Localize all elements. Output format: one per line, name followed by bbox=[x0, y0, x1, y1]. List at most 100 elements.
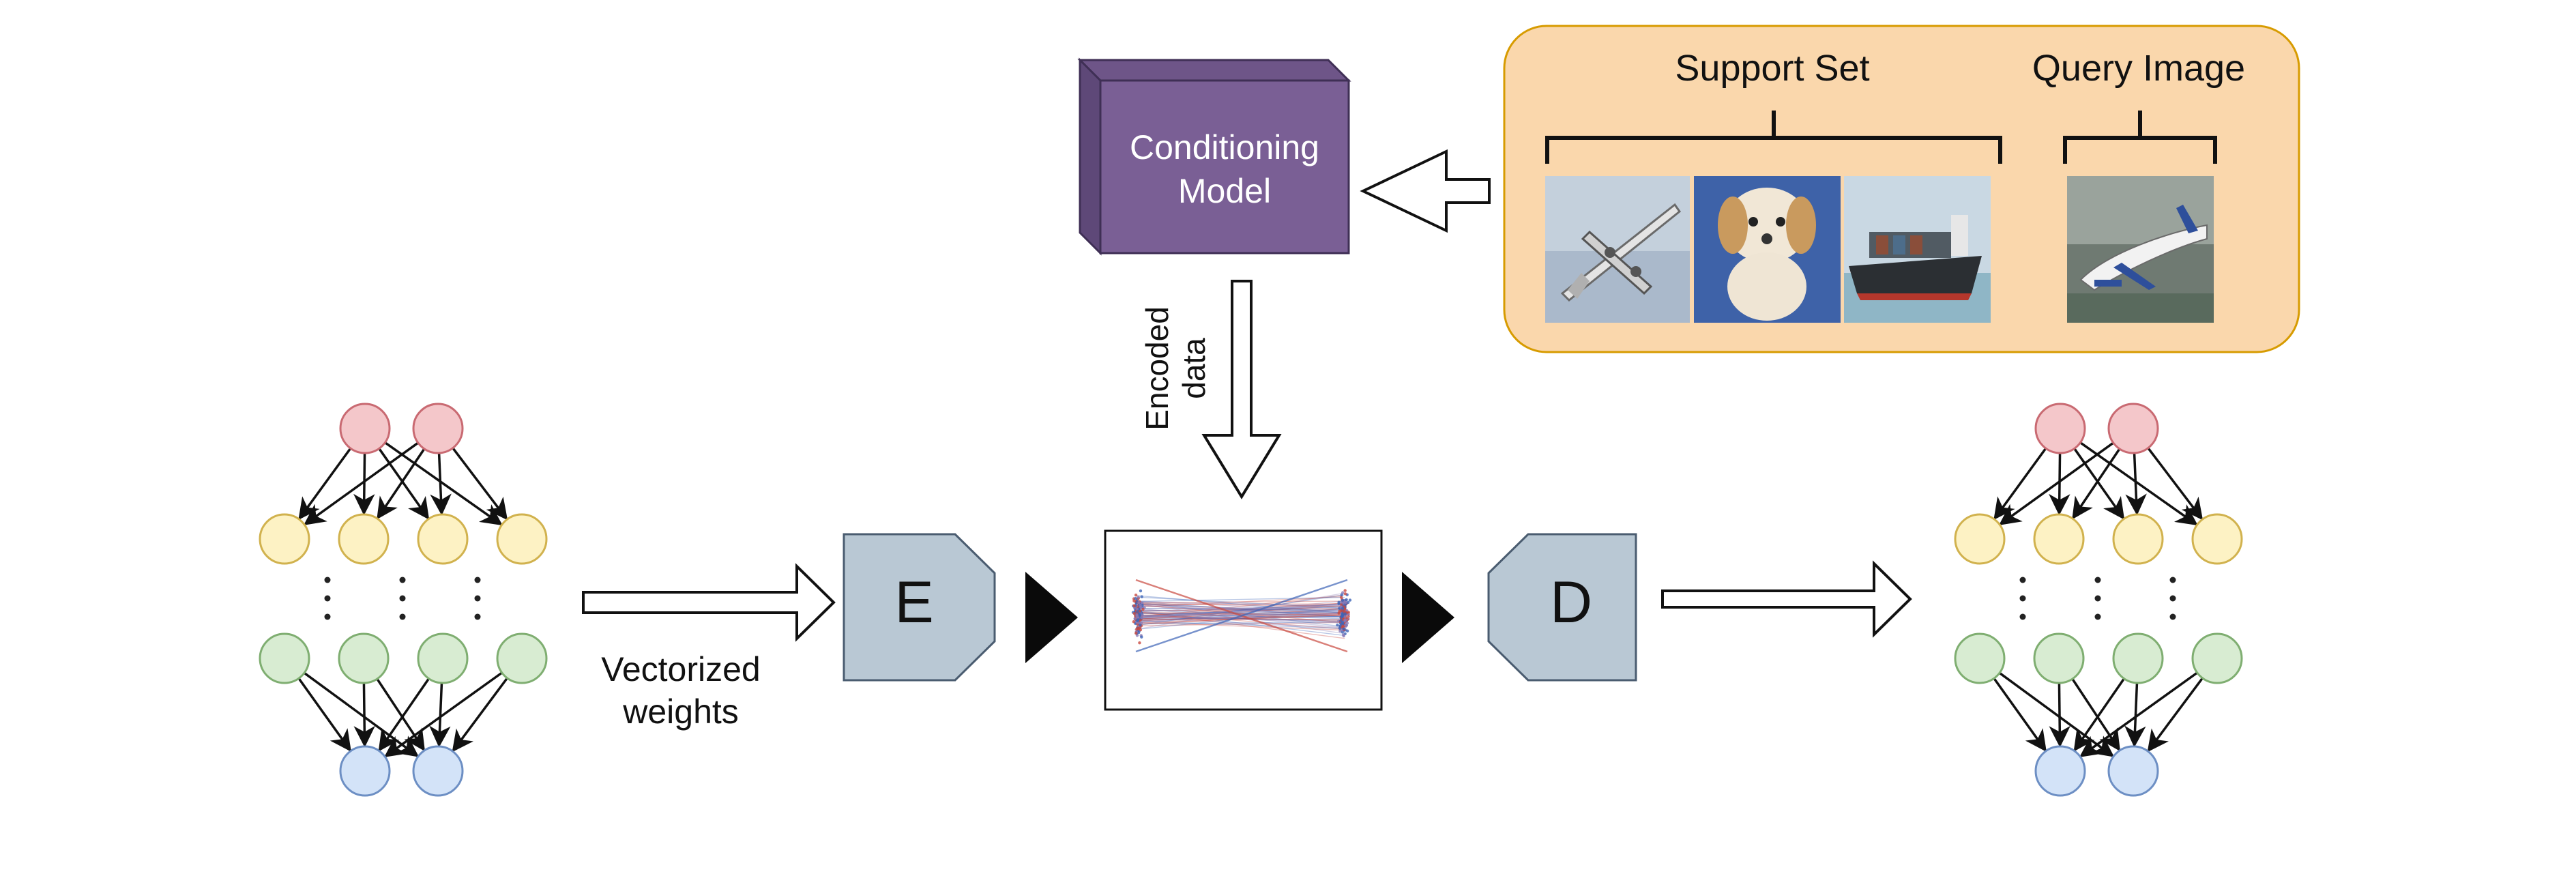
latent-point bbox=[1340, 622, 1343, 625]
network-edge bbox=[1995, 448, 2045, 518]
ellipsis-dot bbox=[2170, 614, 2176, 620]
latent-point bbox=[1344, 601, 1347, 604]
ellipsis-dot bbox=[2020, 614, 2026, 620]
network-edge bbox=[2075, 679, 2124, 750]
vectorized-weights-line2: weights bbox=[622, 693, 739, 731]
latent-point bbox=[1341, 613, 1344, 615]
latent-point bbox=[1343, 618, 1346, 621]
latent-point bbox=[1345, 598, 1347, 601]
panel-to-model-arrow bbox=[1363, 151, 1489, 231]
latent-point bbox=[1135, 594, 1137, 596]
conditioning-model-label-line2: Model bbox=[1178, 172, 1271, 210]
latent-point bbox=[1141, 608, 1144, 611]
cube-top-face bbox=[1080, 60, 1349, 81]
network-edge bbox=[2075, 448, 2123, 517]
ellipsis-dot bbox=[400, 614, 406, 620]
airplane-image bbox=[1545, 176, 1690, 323]
latent-point bbox=[1337, 600, 1340, 603]
ellipsis-dot bbox=[475, 577, 481, 583]
network-edge bbox=[2073, 449, 2120, 518]
ellipsis-dot bbox=[2020, 577, 2026, 583]
ellipsis-dot bbox=[325, 577, 331, 583]
latent-point bbox=[1139, 624, 1141, 626]
latent-point bbox=[1134, 597, 1137, 600]
latent-point bbox=[1336, 624, 1338, 626]
latent-point bbox=[1137, 618, 1139, 621]
hidden-layer1-neuron bbox=[2113, 514, 2163, 564]
conditioning-model-block: Conditioning Model bbox=[1080, 60, 1349, 253]
ellipsis-dot bbox=[2095, 596, 2101, 602]
latent-point bbox=[1136, 610, 1139, 613]
latent-space-plot bbox=[1105, 531, 1381, 710]
vectorized-weights-line1: Vectorized bbox=[601, 650, 760, 688]
latent-point bbox=[1344, 592, 1347, 595]
encoder-label: E bbox=[894, 570, 933, 635]
latent-point bbox=[1138, 641, 1141, 644]
hidden-layer1-neuron bbox=[260, 514, 309, 564]
hidden-layer1-neuron bbox=[2034, 514, 2083, 564]
output-neuron bbox=[413, 404, 463, 453]
latent-point bbox=[1137, 601, 1140, 604]
network-edge bbox=[2135, 683, 2137, 745]
latent-to-decoder-triangle bbox=[1402, 572, 1454, 663]
ellipsis-dot bbox=[325, 596, 331, 602]
hidden-layer1-neuron bbox=[339, 514, 388, 564]
latent-point bbox=[1343, 628, 1345, 630]
hidden-layer2-neuron bbox=[1955, 634, 2004, 683]
query-image-label: Query Image bbox=[2032, 48, 2245, 89]
encoder-block: E bbox=[844, 534, 995, 680]
hidden-layer1-neuron bbox=[418, 514, 467, 564]
latent-point bbox=[1133, 612, 1136, 615]
latent-point bbox=[1340, 594, 1343, 596]
network-edge bbox=[439, 453, 442, 513]
latent-point bbox=[1139, 589, 1142, 592]
input-neuron bbox=[2036, 746, 2085, 796]
latent-point bbox=[1138, 614, 1141, 617]
encoder-to-latent-triangle bbox=[1025, 572, 1078, 663]
network-edge bbox=[378, 449, 424, 518]
network-edge bbox=[377, 679, 424, 749]
ellipsis-dot bbox=[325, 614, 331, 620]
latent-point bbox=[1341, 607, 1344, 610]
latent-point bbox=[1137, 596, 1139, 598]
encoded-data-arrow bbox=[1204, 281, 1279, 497]
hidden-layer1-neuron bbox=[2193, 514, 2242, 564]
ellipsis-dot bbox=[475, 596, 481, 602]
support-set-label: Support Set bbox=[1675, 48, 1869, 89]
latent-point bbox=[1344, 612, 1347, 615]
passenger-jet-image bbox=[2067, 176, 2214, 323]
ellipsis-dot bbox=[475, 614, 481, 620]
network-edge bbox=[299, 448, 350, 518]
hidden-layer2-neuron bbox=[2193, 634, 2242, 683]
input-neuron bbox=[413, 746, 463, 796]
encoded-data-line2: data bbox=[1176, 338, 1212, 399]
network-edge bbox=[379, 448, 428, 517]
hidden-layer2-neuron bbox=[2113, 634, 2163, 683]
latent-point bbox=[1140, 635, 1143, 638]
encoded-data-label: Encoded data bbox=[1139, 306, 1212, 431]
decoder-to-network-arrow bbox=[1663, 564, 1910, 635]
input-neuron bbox=[340, 746, 390, 796]
cargo-ship-image bbox=[1844, 176, 1991, 323]
latent-point bbox=[1343, 635, 1345, 637]
hidden-layer2-neuron bbox=[260, 634, 309, 683]
latent-point bbox=[1136, 615, 1139, 617]
ellipsis-dot bbox=[2095, 577, 2101, 583]
latent-point bbox=[1135, 632, 1137, 635]
hidden-layer2-neuron bbox=[339, 634, 388, 683]
network-edge bbox=[2135, 453, 2137, 513]
ellipsis-dot bbox=[2170, 596, 2176, 602]
decoder-block: D bbox=[1489, 534, 1636, 680]
decoder-label: D bbox=[1550, 570, 1592, 635]
latent-point bbox=[1141, 595, 1143, 598]
ellipsis-dot bbox=[2020, 596, 2026, 602]
cube-front-face bbox=[1100, 81, 1349, 253]
latent-point bbox=[1132, 620, 1135, 623]
hidden-layer1-neuron bbox=[497, 514, 546, 564]
ellipsis-dot bbox=[2095, 614, 2101, 620]
ellipsis-dot bbox=[400, 596, 406, 602]
latent-point bbox=[1132, 604, 1135, 607]
input-neuron bbox=[2109, 746, 2158, 796]
